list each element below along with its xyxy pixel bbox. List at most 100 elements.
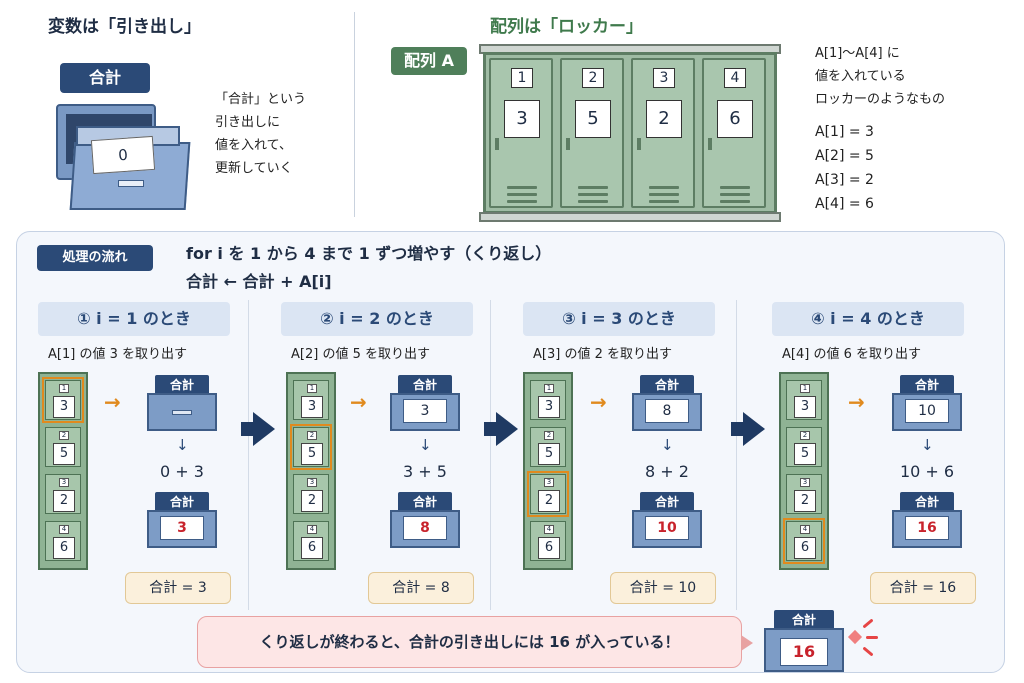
add-down-arrow: ↓: [419, 436, 432, 454]
drawer-tab: 合計: [900, 375, 954, 395]
locker-cell-index: 1: [59, 384, 69, 393]
drawer-handle: [118, 180, 144, 187]
step-heading-4: ④ i = 4 のとき: [772, 302, 964, 336]
drawer-tab: 合計: [155, 375, 209, 395]
array-assignments: A[1] = 3 A[2] = 5 A[3] = 2 A[4] = 6: [815, 124, 874, 212]
addition-expression: 10 + 6: [899, 462, 955, 481]
step-description-4: A[4] の値 6 を取り出す: [782, 347, 921, 362]
final-sum-value: 16: [780, 638, 828, 666]
empty-drawer-handle: [172, 410, 192, 415]
step-divider-3: [736, 300, 737, 610]
section-divider: [354, 12, 355, 217]
locker-cell-index: 4: [544, 525, 554, 534]
locker-door-1: 1 3: [489, 58, 553, 208]
locker-cell-value: 5: [794, 443, 816, 465]
locker-cell-value: 3: [538, 396, 560, 418]
locker-cell-index: 2: [59, 431, 69, 440]
locker-cell-value: 2: [794, 490, 816, 512]
drawer-tab: 合計: [640, 492, 694, 512]
locker-cell-value: 3: [794, 396, 816, 418]
step-divider-1: [248, 300, 249, 610]
loop-code-line: for i を 1 から 4 まで 1 ずつ増やす（くり返し）: [186, 244, 552, 263]
sum-result-box: 合計 = 3: [125, 572, 231, 604]
current-element-highlight: [42, 377, 84, 423]
drawer-tab: 合計: [900, 492, 954, 512]
drawer-tab: 合計: [398, 375, 452, 395]
take-out-arrow: →: [104, 390, 121, 414]
drawer-value: 3: [403, 399, 447, 423]
locker-cell-index: 2: [544, 431, 554, 440]
take-out-arrow: →: [848, 390, 865, 414]
next-step-arrow-2: [484, 412, 518, 446]
drawer-tab: 合計: [398, 492, 452, 512]
variable-description: 「合計」という 引き出しに 値を入れて、 更新していく: [215, 92, 307, 176]
variable-section-title: 変数は「引き出し」: [48, 17, 201, 37]
next-step-arrow-1: [241, 412, 275, 446]
locker-cell-value: 6: [53, 537, 75, 559]
current-element-highlight: [290, 424, 332, 470]
add-down-arrow: ↓: [661, 436, 674, 454]
final-drawer-tab: 合計: [774, 610, 834, 630]
take-out-arrow: →: [590, 390, 607, 414]
addition-expression: 3 + 5: [403, 462, 447, 481]
locker-cell-index: 2: [307, 431, 317, 440]
sum-drawer-before-2: 合計 3: [390, 375, 460, 431]
sum-code-line: 合計 ← 合計 + A[i]: [186, 272, 332, 291]
process-panel: [16, 231, 1005, 673]
locker-cell-index: 2: [800, 431, 810, 440]
locker-cell-index: 1: [307, 384, 317, 393]
sum-result-box: 合計 = 10: [610, 572, 716, 604]
new-sum-value: 3: [160, 516, 204, 540]
locker-cell-index: 3: [544, 478, 554, 487]
drawer-paper: 0: [90, 135, 156, 175]
locker-cell-value: 5: [301, 443, 323, 465]
locker-cell-index: 4: [59, 525, 69, 534]
current-element-highlight: [783, 518, 825, 564]
locker-cell-value: 2: [538, 490, 560, 512]
current-element-highlight: [527, 471, 569, 517]
locker-door-2: 2 5: [560, 58, 624, 208]
locker-cell-value: 3: [53, 396, 75, 418]
addition-expression: 8 + 2: [645, 462, 689, 481]
sum-drawer-illustration: 0: [52, 100, 192, 215]
locker-cell-index: 3: [307, 478, 317, 487]
locker-cell-value: 6: [301, 537, 323, 559]
add-down-arrow: ↓: [921, 436, 934, 454]
locker-door-4: 4 6: [702, 58, 766, 208]
locker-cell-index: 1: [800, 384, 810, 393]
step-heading-1: ① i = 1 のとき: [38, 302, 230, 336]
array-section-title: 配列は「ロッカー」: [490, 17, 643, 37]
process-badge: 処理の流れ: [37, 245, 153, 271]
step-description-2: A[2] の値 5 を取り出す: [291, 347, 430, 362]
drawer-value: 10: [905, 399, 949, 423]
locker-door-3: 3 2: [631, 58, 695, 208]
sum-result-box: 合計 = 8: [368, 572, 474, 604]
locker-cell-index: 3: [800, 478, 810, 487]
final-sum-drawer: 合計 16: [764, 610, 844, 672]
locker-cell-value: 6: [538, 537, 560, 559]
locker-cell-index: 3: [59, 478, 69, 487]
next-step-arrow-3: [731, 412, 765, 446]
locker-array-illustration: 1 3 2 5 3 2 4 6: [479, 44, 781, 222]
step-description-1: A[1] の値 3 を取り出す: [48, 347, 187, 362]
array-badge: 配列 A: [391, 47, 467, 75]
